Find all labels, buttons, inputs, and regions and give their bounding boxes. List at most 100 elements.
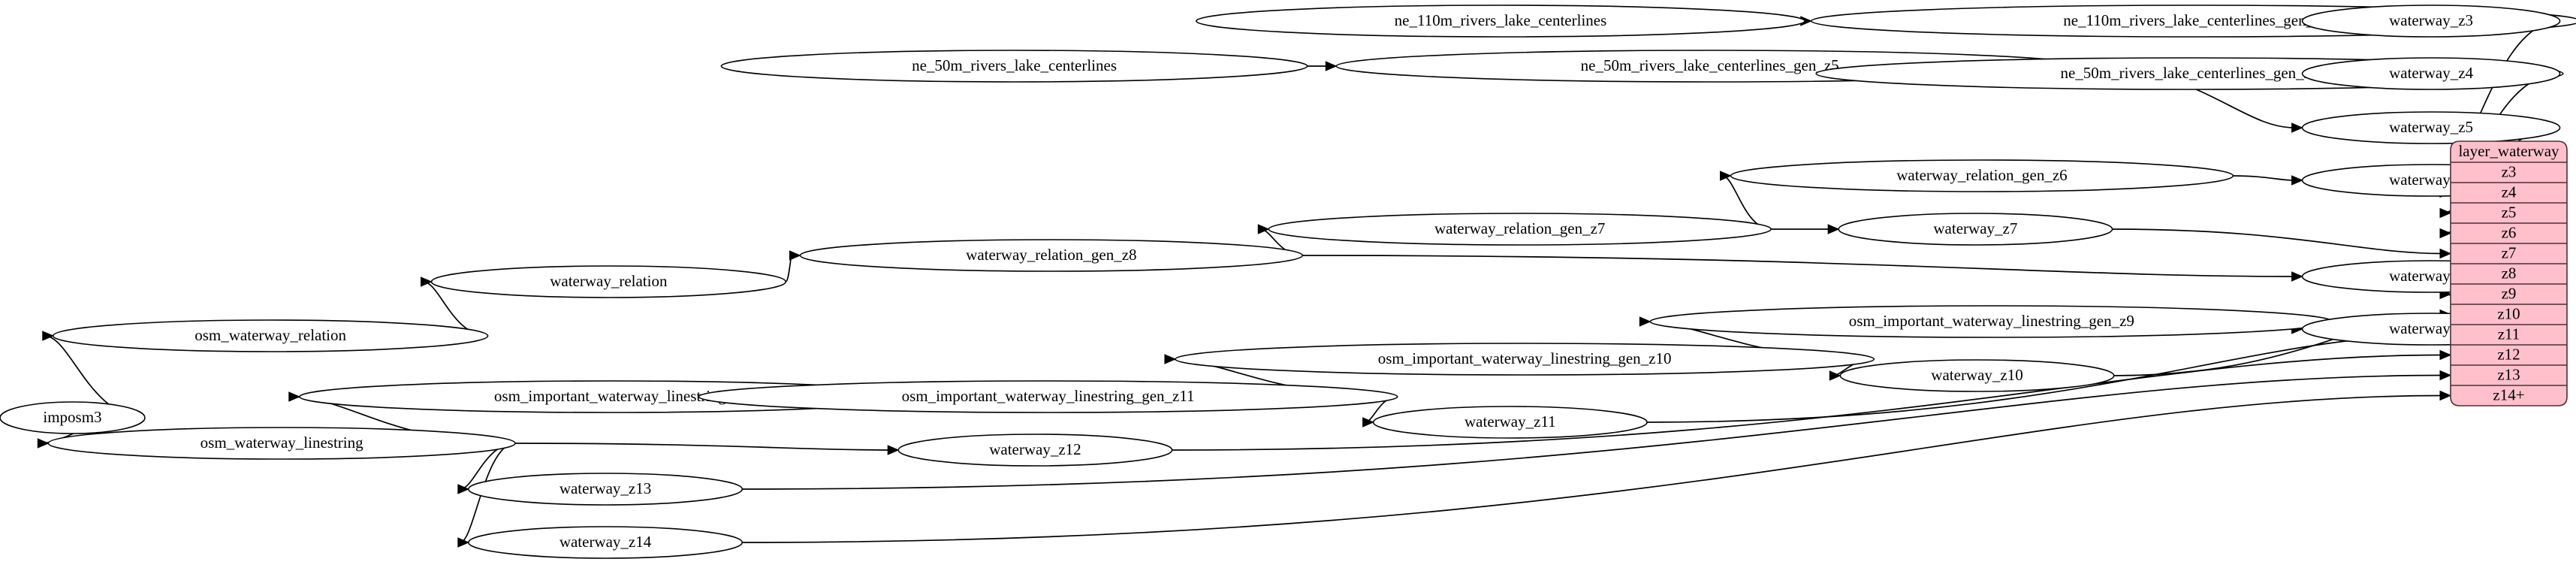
node-shape [468, 473, 744, 506]
node-shape [799, 239, 1304, 272]
graph-node-waterway_z5[interactable]: waterway_z5 [2301, 111, 2561, 144]
legend-row-hitbox[interactable] [2451, 264, 2567, 284]
edge-arrowhead-icon [1257, 224, 1270, 234]
legend-row-z3[interactable]: z3 [2451, 162, 2567, 183]
graph-edge [514, 443, 891, 451]
node-shape [2301, 111, 2561, 144]
edge-arrowhead-icon [1829, 370, 1842, 381]
node-shape [2301, 57, 2561, 90]
graph-node-osm_waterway_linestring[interactable]: osm_waterway_linestring [47, 427, 516, 460]
graph-node-waterway_relation[interactable]: waterway_relation [430, 265, 786, 298]
graph-node-osm_important_waterway_linestring_gen_z11[interactable]: osm_important_waterway_linestring_gen_z1… [698, 380, 1398, 413]
edge-arrowhead-icon [2291, 271, 2303, 282]
graph-node-imposm3[interactable]: imposm3 [0, 401, 146, 434]
edge-arrowhead-icon [1827, 224, 1840, 234]
graph-edge [1302, 255, 2294, 277]
node-shape [47, 427, 516, 460]
graph-node-waterway_z11[interactable]: waterway_z11 [1372, 406, 1648, 439]
edge-arrowhead-icon [2291, 122, 2303, 133]
legend-row-z14plus[interactable]: z14+ [2451, 385, 2567, 406]
edges-layer [37, 16, 2576, 548]
graph-edge [742, 394, 2443, 543]
nodes-layer: imposm3 osm_waterway_relation osm_waterway… [0, 5, 2576, 559]
edge-arrowhead-icon [421, 276, 433, 287]
node-shape [52, 319, 489, 352]
legend-row-hitbox[interactable] [2451, 365, 2567, 385]
node-shape [2301, 5, 2561, 38]
legend-row-hitbox[interactable] [2451, 304, 2567, 325]
legend-row-hitbox[interactable] [2451, 203, 2567, 223]
edge-arrowhead-icon [1362, 417, 1374, 428]
node-shape [430, 265, 786, 298]
legend-row-z10[interactable]: z10 [2451, 304, 2567, 325]
graph-node-waterway_z13[interactable]: waterway_z13 [468, 473, 744, 506]
graph-node-waterway_relation_gen_z6[interactable]: waterway_relation_gen_z6 [1730, 159, 2234, 192]
node-shape [1175, 343, 1875, 376]
legend-table: layer_waterwayz3z4z5z6z7z8z9z10z11z12z13… [2450, 140, 2568, 406]
edge-arrowhead-icon [42, 331, 55, 341]
node-shape [1196, 5, 1805, 38]
legend-row-z12[interactable]: z12 [2451, 345, 2567, 365]
node-shape [1838, 213, 2113, 246]
graph-node-waterway_z10[interactable]: waterway_z10 [1839, 359, 2115, 392]
graph-node-waterway_relation_gen_z7[interactable]: waterway_relation_gen_z7 [1268, 213, 1772, 246]
legend-row-z7[interactable]: z7 [2451, 243, 2567, 264]
graph-node-osm_important_waterway_linestring_gen_z10[interactable]: osm_important_waterway_linestring_gen_z1… [1175, 343, 1875, 376]
graph-node-osm_important_waterway_linestring_gen_z9[interactable]: osm_important_waterway_linestring_gen_z9 [1649, 305, 2334, 338]
node-shape [1730, 159, 2234, 192]
graph-edge [742, 374, 2443, 490]
graph-node-waterway_z3[interactable]: waterway_z3 [2301, 5, 2561, 38]
edge-arrowhead-icon [2439, 228, 2452, 239]
edge-arrowhead-icon [1639, 316, 1651, 327]
legend-row-z6[interactable]: z6 [2451, 223, 2567, 243]
node-shape [468, 526, 744, 559]
graph-node-ne_50m_rivers_lake_centerlines[interactable]: ne_50m_rivers_lake_centerlines [720, 50, 1308, 83]
legend-row-z5[interactable]: z5 [2451, 203, 2567, 223]
legend-row-z4[interactable]: z4 [2451, 183, 2567, 203]
legend-row-hitbox[interactable] [2451, 284, 2567, 304]
legend-row-hitbox[interactable] [2451, 162, 2567, 183]
graph-node-waterway_z4[interactable]: waterway_z4 [2301, 57, 2561, 90]
edge-arrowhead-icon [457, 537, 470, 548]
edge-arrowhead-icon [288, 391, 301, 402]
legend-row-hitbox[interactable] [2451, 325, 2567, 345]
node-shape [1372, 406, 1648, 439]
graph-node-waterway_relation_gen_z8[interactable]: waterway_relation_gen_z8 [799, 239, 1304, 272]
legend-body [2450, 140, 2568, 406]
edge-arrowhead-icon [37, 438, 50, 449]
legend-row-hitbox[interactable] [2451, 345, 2567, 365]
edge-arrowhead-icon [2291, 175, 2303, 186]
node-shape [0, 401, 146, 434]
edge-arrowhead-icon [1325, 61, 1338, 71]
graph-node-osm_waterway_relation[interactable]: osm_waterway_relation [52, 319, 489, 352]
legend-row-hitbox[interactable] [2451, 385, 2567, 406]
node-shape [1268, 213, 1772, 246]
legend-row-z9[interactable]: z9 [2451, 284, 2567, 304]
graph-node-waterway_z7[interactable]: waterway_z7 [1838, 213, 2113, 246]
edge-arrowhead-icon [1164, 354, 1177, 364]
legend-row-hitbox[interactable] [2451, 243, 2567, 264]
edge-arrowhead-icon [887, 445, 900, 455]
edge-arrowhead-icon [2439, 370, 2452, 381]
node-shape [897, 434, 1173, 467]
legend-row-hitbox[interactable] [2451, 183, 2567, 203]
legend-row-z13[interactable]: z13 [2451, 365, 2567, 385]
legend-row-hitbox[interactable] [2451, 223, 2567, 243]
edge-arrowhead-icon [2439, 248, 2452, 259]
graph-edge [2233, 175, 2294, 181]
node-shape [698, 380, 1398, 413]
graph-node-ne_110m_rivers_lake_centerlines[interactable]: ne_110m_rivers_lake_centerlines [1196, 5, 1805, 38]
legend-row-z8[interactable]: z8 [2451, 264, 2567, 284]
node-shape [1839, 359, 2115, 392]
graph-edge [1172, 354, 2443, 451]
edge-arrowhead-icon [2439, 207, 2452, 219]
node-shape [1649, 305, 2334, 338]
graph-edge [2112, 228, 2443, 255]
edge-arrowhead-icon [2439, 390, 2452, 401]
graph-node-waterway_z12[interactable]: waterway_z12 [897, 434, 1173, 467]
graph-node-waterway_z14[interactable]: waterway_z14 [468, 526, 744, 559]
legend-row-z11[interactable]: z11 [2451, 325, 2567, 345]
edge-arrowhead-icon [2439, 349, 2452, 361]
